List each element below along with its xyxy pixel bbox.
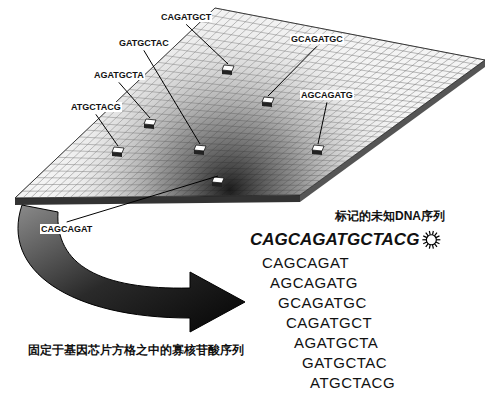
matched-sequence: GATGCTAC (302, 354, 387, 371)
caption-note: 标记的未知DNA序列 (335, 210, 445, 224)
probe-spot (222, 65, 234, 71)
marker-ray (436, 242, 440, 244)
chip-board (15, 8, 485, 198)
leader-line (119, 82, 150, 118)
probe-sequence: CAGATGCT (160, 12, 212, 22)
marker-ray (434, 233, 436, 236)
marker-ray (426, 233, 428, 236)
leader-line (67, 176, 218, 222)
matched-sequence: GCAGATGC (278, 294, 367, 311)
matched-sequence: CAGATGCT (286, 314, 372, 331)
probe-sequence: ATGCTACG (70, 102, 122, 112)
marker-ray (436, 239, 440, 240)
probe-sequence: AGATGCTA (93, 70, 145, 80)
leader-line (318, 102, 327, 144)
caption-note: 固定于基因芯片方格之中的寡核苷酸序列 (28, 344, 244, 358)
leader-line (96, 114, 118, 146)
probe-spot (262, 97, 274, 103)
label-marker (422, 231, 440, 249)
probe-sequence: CAGCAGAT (40, 224, 93, 234)
marker-ray (434, 244, 436, 247)
marker-ray (436, 236, 440, 238)
leader-line (268, 46, 317, 96)
marker-dot (426, 235, 436, 245)
matched-sequence: AGATGCTA (294, 334, 378, 351)
matched-sequence: CAGCAGAT (262, 254, 349, 271)
leader-line (144, 50, 200, 144)
matched-sequence: ATGCTACG (310, 374, 395, 391)
leader-line (186, 24, 228, 64)
probe-spots (112, 65, 324, 187)
chip-shading (15, 8, 485, 198)
probe-spot (144, 119, 156, 125)
probe-sequence: GCAGATGC (290, 34, 344, 44)
marker-ray (423, 242, 427, 244)
marker-ray (423, 236, 427, 238)
probe-spot (212, 177, 224, 183)
probe-spot (194, 145, 206, 151)
target-sequence: CAGCAGATGCTACG (250, 230, 419, 250)
probe-spot (312, 145, 324, 151)
matched-sequence: AGCAGATG (270, 274, 358, 291)
leader-lines (67, 24, 327, 222)
marker-ray (426, 244, 428, 247)
probe-sequence: GATGCTAC (118, 38, 170, 48)
marker-ray (422, 239, 426, 240)
probe-sequence: AGCAGATG (300, 90, 354, 100)
curved-arrow (18, 205, 245, 332)
probe-spot (112, 147, 124, 153)
chip-grid (15, 8, 485, 198)
